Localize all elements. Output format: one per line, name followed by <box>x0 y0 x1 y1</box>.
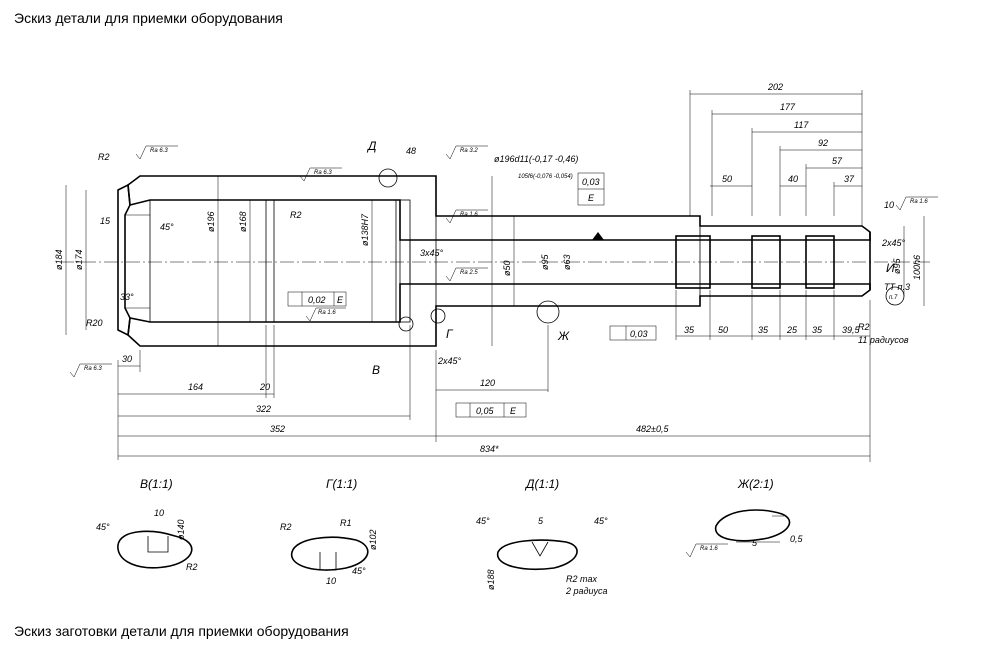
view-title-v: В(1:1) <box>140 477 173 491</box>
note-p7: п.7 <box>889 295 898 301</box>
shaft-section <box>60 168 930 347</box>
dia-63: ø63 <box>562 254 572 270</box>
roughness-ra16-c: Ra 1.6 <box>910 199 928 205</box>
chain-35a: 35 <box>684 325 695 335</box>
chamfer-2x45: 2х45° <box>881 238 906 248</box>
dim-120: 120 <box>480 378 495 388</box>
view-marker-zh: Ж <box>557 329 570 343</box>
dim-105f6: 105f6(-0,076 -0,054) <box>518 174 573 180</box>
radius-r2: R2 <box>98 152 110 162</box>
d-2radii: 2 радиуса <box>565 586 608 596</box>
g-45: 45° <box>352 566 366 576</box>
top-202: 202 <box>767 82 783 92</box>
view-letter-i: И <box>886 261 895 275</box>
top-50: 50 <box>722 174 732 184</box>
v-10: 10 <box>154 508 164 518</box>
dim-100h6: 100h6 <box>912 255 922 280</box>
tol-002: 0,02 <box>308 295 326 305</box>
d-188: ø188 <box>486 569 496 590</box>
top-48: 48 <box>406 146 416 156</box>
dia-174: ø174 <box>74 249 84 270</box>
tol-003: 0,03 <box>630 329 648 339</box>
d-5: 5 <box>538 516 544 526</box>
dia-196d11: ø196d11(-0,17 -0,46) <box>494 154 578 164</box>
view-title-d: Д(1:1) <box>524 477 559 491</box>
roughness-ra16-d: Ra 1.6 <box>700 546 718 552</box>
dim-15: 15 <box>100 216 111 226</box>
tol-003-top: 0,03 <box>582 177 600 187</box>
dim-834: 834* <box>480 444 499 454</box>
roughness-ra32: Ra 3.2 <box>460 148 478 154</box>
blank-heading: Эскиз заготовки детали для приемки обору… <box>14 623 349 639</box>
note-tt: ТТ п.3 <box>884 282 910 292</box>
angle-45: 45° <box>160 222 174 232</box>
radius-r2-groove: R2 <box>290 210 302 220</box>
chain-35c: 35 <box>812 325 823 335</box>
dia-196: ø196 <box>206 211 216 232</box>
radius-r2-slots: R2 <box>858 322 870 332</box>
dim-164: 164 <box>188 382 203 392</box>
top-37: 37 <box>844 174 855 184</box>
dia-95: ø95 <box>540 253 550 270</box>
chain-35b: 35 <box>758 325 769 335</box>
top-40: 40 <box>788 174 798 184</box>
tol-e2: E <box>588 193 595 203</box>
top-57: 57 <box>832 156 843 166</box>
dim-30: 30 <box>122 354 132 364</box>
tol-e1: E <box>337 295 344 305</box>
dim-20: 20 <box>259 382 270 392</box>
dia-50: ø50 <box>502 260 512 276</box>
tol-005: 0,05 <box>476 406 495 416</box>
chain-50: 50 <box>718 325 728 335</box>
zh-5: 5 <box>752 538 758 548</box>
chain-25: 25 <box>786 325 798 335</box>
top-117: 117 <box>794 120 809 130</box>
note-11-radii: 11 радиусов <box>858 335 909 345</box>
g-10: 10 <box>326 576 336 586</box>
top-10: 10 <box>884 200 894 210</box>
dim-482: 482±0,5 <box>636 424 669 434</box>
v-45: 45° <box>96 522 110 532</box>
roughness-ra25: Ra 2.5 <box>460 270 478 276</box>
v-140: ø140 <box>176 519 186 540</box>
view-marker-v: В <box>372 363 380 377</box>
v-r2: R2 <box>186 562 198 572</box>
dimension-texts: 30 164 20 322 352 120 482±0,5 834* 2х45°… <box>54 82 928 596</box>
roughness-ra16-b: Ra 1.6 <box>318 310 336 316</box>
dia-138: ø138H7 <box>360 213 370 246</box>
zh-05: 0,5 <box>790 534 804 544</box>
detail-views <box>117 509 791 571</box>
top-92: 92 <box>818 138 828 148</box>
roughness-ra63-b: Ra 6.3 <box>150 148 168 154</box>
chamfer-3x45: 3х45° <box>420 248 444 258</box>
d-45b: 45° <box>594 516 608 526</box>
roughness-ra63-c: Ra 6.3 <box>314 170 332 176</box>
roughness-ra16-a: Ra 1.6 <box>460 212 478 218</box>
view-title-g: Г(1:1) <box>326 477 357 491</box>
chain-39-5: 39,5 <box>842 325 861 335</box>
roughness-ra63-a: Ra 6.3 <box>84 366 102 372</box>
drawing-heading: Эскиз детали для приемки оборудования <box>14 10 283 26</box>
d-45a: 45° <box>476 516 490 526</box>
d-r2max: R2 max <box>566 574 598 584</box>
view-marker-d: Д <box>366 139 377 153</box>
dim-chamfer: 2х45° <box>437 356 462 366</box>
dimension-lines <box>65 90 938 462</box>
g-r1: R1 <box>340 518 352 528</box>
dia-184: ø184 <box>54 249 64 270</box>
g-102: ø102 <box>368 529 378 550</box>
angle-33: 33° <box>120 292 134 302</box>
view-marker-g: Г <box>446 327 454 341</box>
dim-352: 352 <box>270 424 285 434</box>
dia-168: ø168 <box>238 211 248 232</box>
g-r2: R2 <box>280 522 292 532</box>
tol-e4: E <box>510 406 517 416</box>
dim-322: 322 <box>256 404 271 414</box>
radius-r20: R20 <box>86 318 103 328</box>
top-177: 177 <box>780 102 796 112</box>
dia-95-right: ø95 <box>892 257 902 274</box>
view-title-zh: Ж(2:1) <box>737 477 774 491</box>
